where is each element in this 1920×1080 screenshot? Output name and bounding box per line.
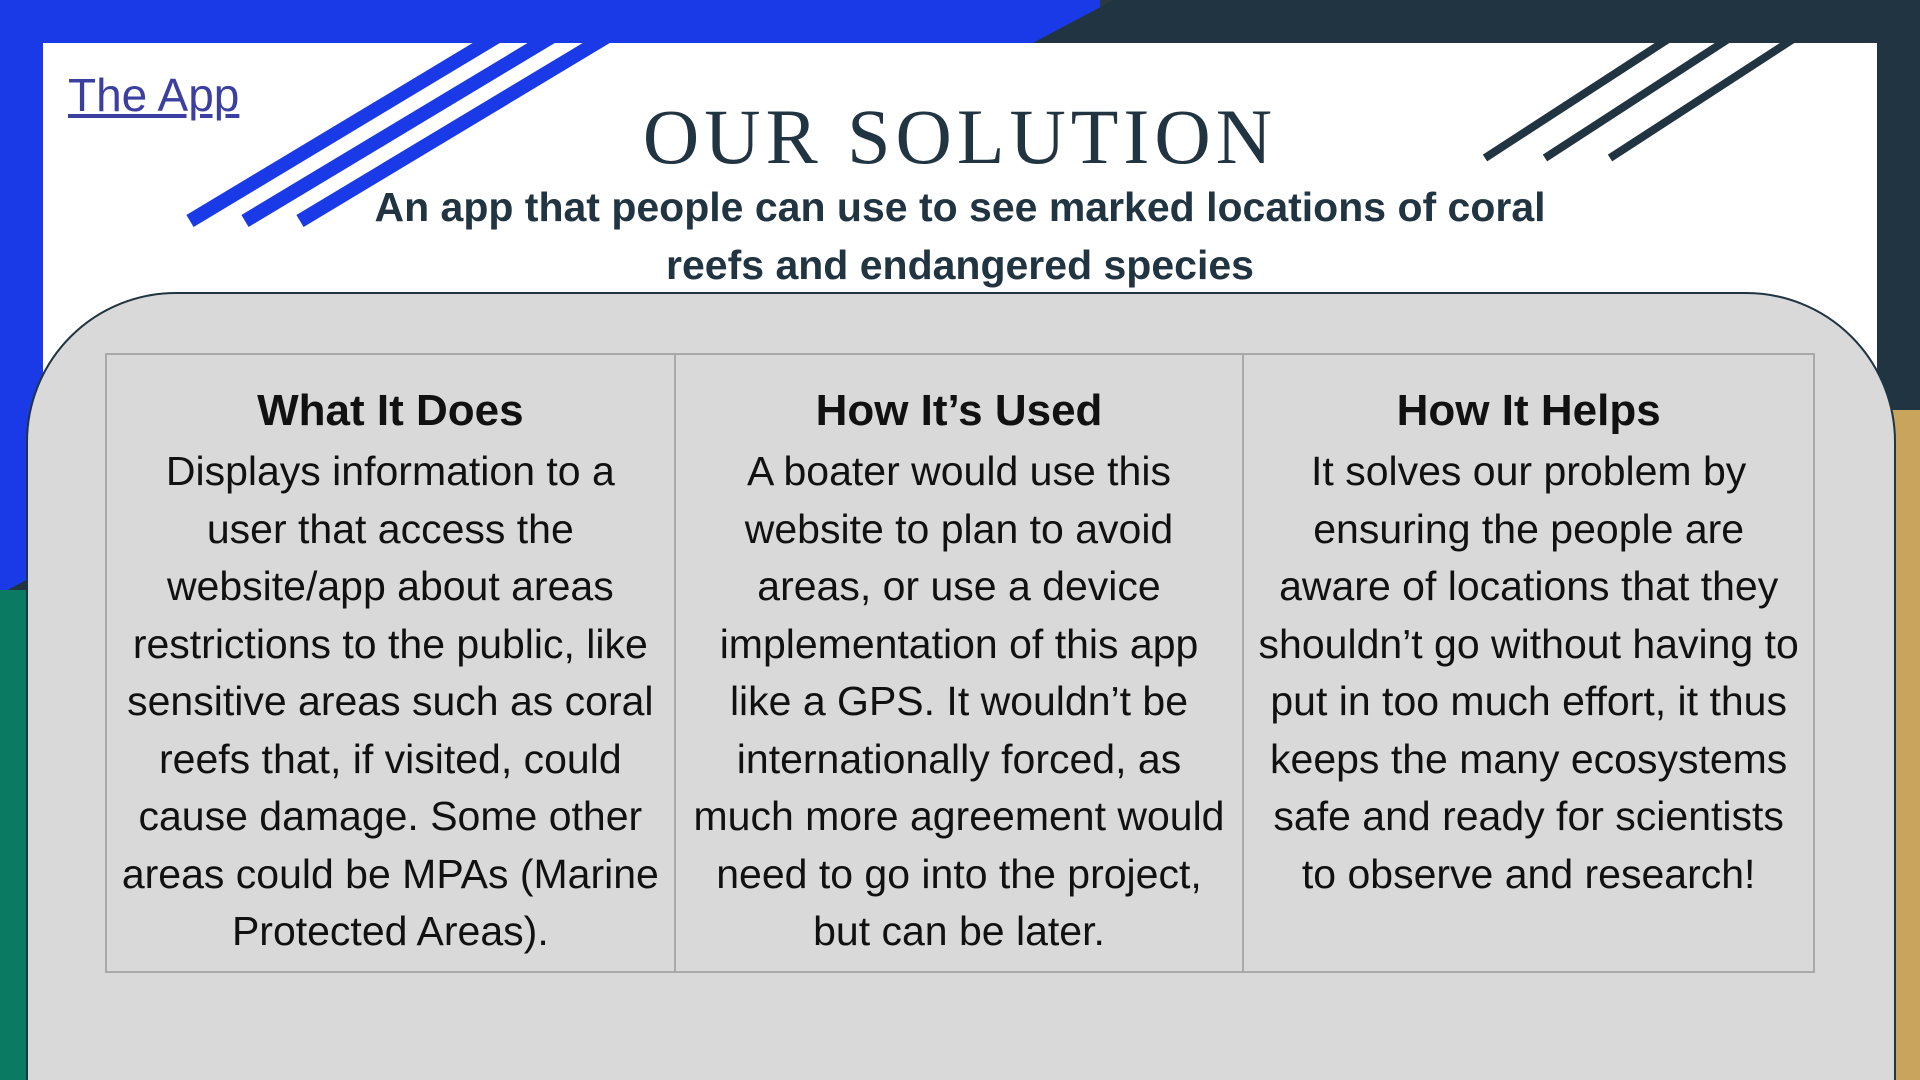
column-how-its-used: How It’s Used A boater would use this we… bbox=[676, 355, 1245, 971]
column-body: Displays information to a user that acce… bbox=[121, 448, 659, 954]
column-heading: How It’s Used bbox=[815, 386, 1103, 435]
column-body: It solves our problem by ensuring the pe… bbox=[1258, 448, 1799, 897]
column-how-it-helps: How It Helps It solves our problem by en… bbox=[1244, 355, 1813, 971]
info-table: What It Does Displays information to a u… bbox=[105, 353, 1815, 973]
column-heading: What It Does bbox=[257, 386, 524, 435]
column-what-it-does: What It Does Displays information to a u… bbox=[107, 355, 676, 971]
the-app-link[interactable]: The App bbox=[68, 69, 240, 121]
column-body: A boater would use this website to plan … bbox=[693, 448, 1225, 954]
slide-title: OUR SOLUTION bbox=[642, 93, 1278, 180]
column-heading: How It Helps bbox=[1396, 386, 1661, 435]
slide-subtitle: An app that people can use to see marked… bbox=[374, 184, 1546, 288]
content-panel bbox=[26, 292, 1896, 1080]
